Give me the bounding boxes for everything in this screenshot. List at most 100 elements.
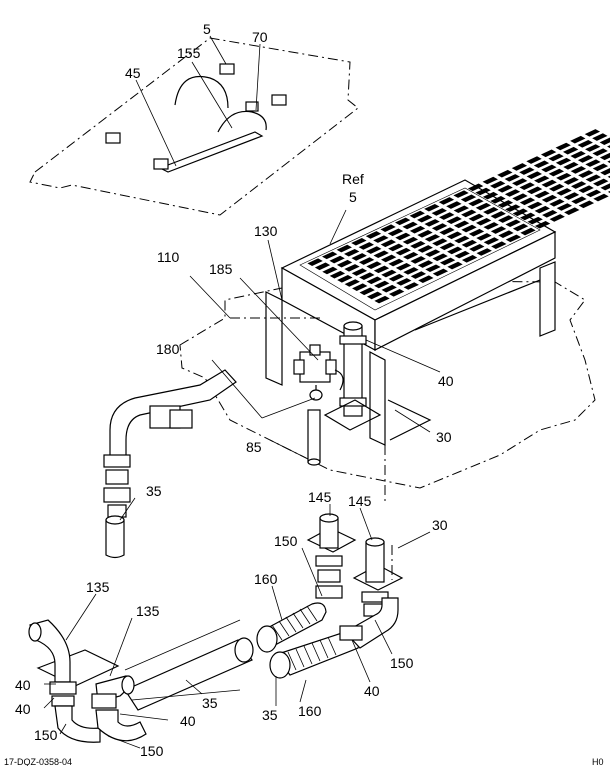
vent-slot: [388, 273, 405, 282]
vent-slot: [577, 140, 593, 148]
vent-slot: [497, 185, 513, 193]
vent-slot: [388, 258, 404, 267]
vent-slot: [439, 257, 456, 266]
vent-slot: [585, 159, 601, 167]
vent-slot: [410, 241, 426, 249]
vent-slot: [417, 230, 433, 238]
vent-slot: [424, 234, 441, 242]
vent-slot: [467, 183, 484, 192]
vent-slot: [403, 267, 419, 275]
vent-slot: [307, 258, 323, 266]
vent-slot: [425, 264, 441, 273]
vent-slot: [541, 194, 558, 203]
vent-slot: [563, 192, 580, 200]
vent-slot: [563, 161, 579, 170]
vent-slot: [374, 280, 390, 289]
vent-slot: [403, 282, 419, 290]
vent-slot: [512, 223, 529, 232]
vent-slot: [395, 247, 411, 256]
vent-slot: [476, 233, 492, 241]
vent-slot: [564, 207, 580, 215]
vent-slot: [556, 188, 572, 196]
vent-slot: [490, 196, 506, 204]
vent-slot: [599, 152, 610, 161]
vent-slot: [461, 209, 477, 218]
vent-slot: [381, 284, 397, 293]
vent-slot: [469, 244, 485, 252]
vent-slot: [402, 236, 419, 245]
vent-slot: [417, 214, 433, 223]
vent-slot: [446, 231, 463, 240]
callout-110: 110: [157, 249, 180, 265]
vent-slot: [410, 256, 426, 264]
vent-slot: [505, 204, 521, 212]
vent-slot: [373, 250, 389, 259]
vent-slot: [519, 182, 535, 190]
vent-slot: [336, 259, 353, 268]
vent-slot: [563, 177, 579, 185]
elbow-135-left: [28, 619, 120, 743]
vent-slot: [548, 153, 564, 162]
vent-slot: [447, 261, 463, 270]
vent-slot: [447, 246, 463, 255]
vent-slot: [548, 168, 565, 177]
vent-slot: [571, 181, 587, 189]
vent-slot: [505, 234, 522, 243]
vent-slot: [607, 190, 610, 194]
floor-plate: [179, 279, 596, 489]
vent-slot: [438, 197, 455, 205]
vent-slot: [585, 189, 602, 198]
vent-slot: [534, 190, 550, 199]
vent-slot: [577, 155, 594, 163]
leader-lines-bottom: [43, 504, 431, 749]
vent-slot: [366, 246, 382, 254]
vent-slot: [403, 251, 419, 260]
vent-slot: [461, 239, 478, 248]
vent-slot: [461, 224, 477, 233]
vent-slot: [497, 200, 514, 208]
vent-slot: [453, 190, 469, 198]
callout-35-lower: 35: [262, 707, 278, 723]
vent-slot: [504, 189, 521, 197]
vent-slot: [505, 219, 521, 228]
vent-slot: [533, 160, 550, 169]
vent-slot: [380, 254, 397, 263]
vent-slot: [548, 183, 565, 192]
vent-slot: [424, 219, 440, 227]
vent-slot: [424, 203, 440, 212]
vent-slot: [593, 178, 609, 187]
vent-slot: [439, 242, 455, 251]
vent-slot: [454, 235, 470, 244]
vent-slot: [388, 289, 405, 297]
vent-slot: [592, 148, 608, 156]
vent-slot: [592, 133, 608, 141]
callout-40-right: 40: [438, 373, 454, 389]
vent-slot: [374, 295, 390, 304]
vent-slot: [475, 187, 491, 196]
vent-slot: [351, 268, 368, 276]
vent-slot: [344, 264, 360, 272]
vent-slot: [344, 248, 360, 257]
vent-slot: [600, 183, 610, 191]
vent-slot: [373, 265, 390, 274]
vent-slot: [381, 269, 397, 278]
vent-slot: [490, 226, 507, 234]
callout-40-b: 40: [15, 701, 31, 717]
connector-145-left: [306, 513, 357, 599]
duct-assembly-180: [103, 369, 237, 559]
vent-slot: [432, 268, 449, 277]
vent-slot: [483, 237, 500, 245]
callout-top-5: 5: [203, 21, 211, 37]
callout-135-b: 135: [136, 603, 160, 619]
vent-slot: [366, 261, 382, 270]
callout-40-a: 40: [15, 677, 31, 693]
vent-slot: [366, 291, 383, 300]
vent-slot: [417, 260, 434, 268]
vent-slots: [307, 129, 610, 304]
elbow-135-right: [91, 675, 147, 742]
vent-slot: [482, 191, 499, 200]
vent-slot: [395, 262, 412, 271]
vent-slot: [425, 249, 441, 257]
floor-cover-panel: [29, 37, 359, 216]
callout-30-right: 30: [436, 429, 452, 445]
